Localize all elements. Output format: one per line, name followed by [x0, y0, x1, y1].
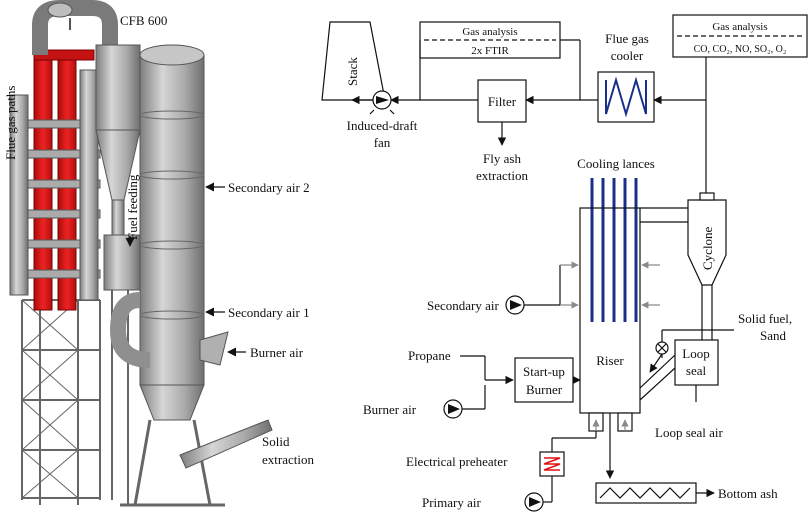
label-loop-seal-1: Loop: [682, 346, 709, 361]
label-riser: Riser: [596, 353, 624, 368]
base-3d: [120, 419, 225, 507]
label-solid-extraction-1: Solid: [262, 434, 290, 449]
label-solid-extraction-2: extraction: [262, 452, 314, 467]
label-secondary-air: Secondary air: [427, 298, 500, 313]
loop-seal-3d: [103, 234, 141, 291]
filter-box: [477, 79, 527, 123]
fuel-feed-arrow: [649, 353, 663, 373]
solid-extraction-screw: [179, 419, 273, 469]
label-stack: Stack: [345, 57, 360, 86]
label-gas-analysis-right: Gas analysis: [712, 21, 767, 33]
label-ftir: 2x FTIR: [471, 45, 509, 57]
fan-glyph: [376, 96, 389, 104]
riser-3d: [139, 44, 229, 421]
label-secondary-air-1: Secondary air 1: [228, 305, 310, 320]
label-gas-species: CO, CO₂, NO, SO₂, O₂: [694, 44, 787, 55]
primary-blower-glyph: [529, 497, 541, 507]
return-leg-3d: [109, 292, 151, 368]
label-solid-fuel-2: Sand: [760, 328, 787, 343]
burner-blower-glyph: [448, 404, 460, 414]
label-flue-gas-paths: Flue gas paths: [3, 86, 18, 160]
heater-element: [543, 457, 561, 471]
label-filter: Filter: [488, 94, 517, 109]
cyclone-outlet: [699, 192, 715, 201]
top-duct: [32, 0, 118, 60]
riser-vessel: [579, 207, 641, 414]
label-startup-1: Start-up: [523, 364, 565, 379]
screw-flight: [599, 487, 691, 499]
label-induced-draft-1: Induced-draft: [347, 118, 418, 133]
label-burner-air-3d: Burner air: [250, 345, 304, 360]
cooler-coil: [605, 76, 647, 118]
label-flue-gas-cooler-1: Flue gas: [605, 31, 649, 46]
label-secondary-air-2: Secondary air 2: [228, 180, 310, 195]
loop-seal-return-b: [639, 367, 676, 401]
label-startup-2: Burner: [526, 382, 563, 397]
fan-foot-left: [369, 109, 375, 115]
cooling-lances: [590, 178, 638, 322]
label-gas-analysis-left: Gas analysis: [462, 26, 517, 38]
plant-3d-render: CFB 600 Flue gas paths Fuel feeding Seco…: [3, 0, 314, 507]
fan-foot-right: [389, 109, 395, 115]
label-propane: Propane: [408, 348, 451, 363]
flue-gas-paths-red: [9, 49, 101, 311]
label-bottom-ash: Bottom ash: [718, 486, 778, 501]
label-cyclone: Cyclone: [700, 226, 715, 270]
bottom-ash-screw: [595, 482, 697, 504]
label-loop-seal-air: Loop seal air: [655, 425, 724, 440]
label-electrical-preheater: Electrical preheater: [406, 454, 508, 469]
process-schematic: Stack Gas analysis 2x FTIR Gas analysis …: [321, 14, 808, 512]
cyclone-3d: [95, 44, 141, 261]
fuel-valve-x2: [657, 343, 667, 353]
label-solid-fuel-1: Solid fuel,: [738, 311, 792, 326]
label-flue-gas-cooler-2: cooler: [611, 48, 644, 63]
label-loop-seal-2: seal: [686, 363, 707, 378]
label-cfb-600: CFB 600: [120, 13, 167, 28]
loop-seal-box: [674, 339, 719, 386]
label-induced-draft-2: fan: [374, 135, 391, 150]
label-fly-ash-1: Fly ash: [483, 151, 521, 166]
label-burner-air: Burner air: [363, 402, 417, 417]
label-fuel-feeding: Fuel feeding: [125, 174, 140, 240]
label-fly-ash-2: extraction: [476, 168, 528, 183]
secondary-blower-glyph: [510, 300, 522, 310]
startup-burner-box: [514, 357, 574, 403]
label-primary-air: Primary air: [422, 495, 482, 510]
label-cooling-lances: Cooling lances: [577, 156, 655, 171]
